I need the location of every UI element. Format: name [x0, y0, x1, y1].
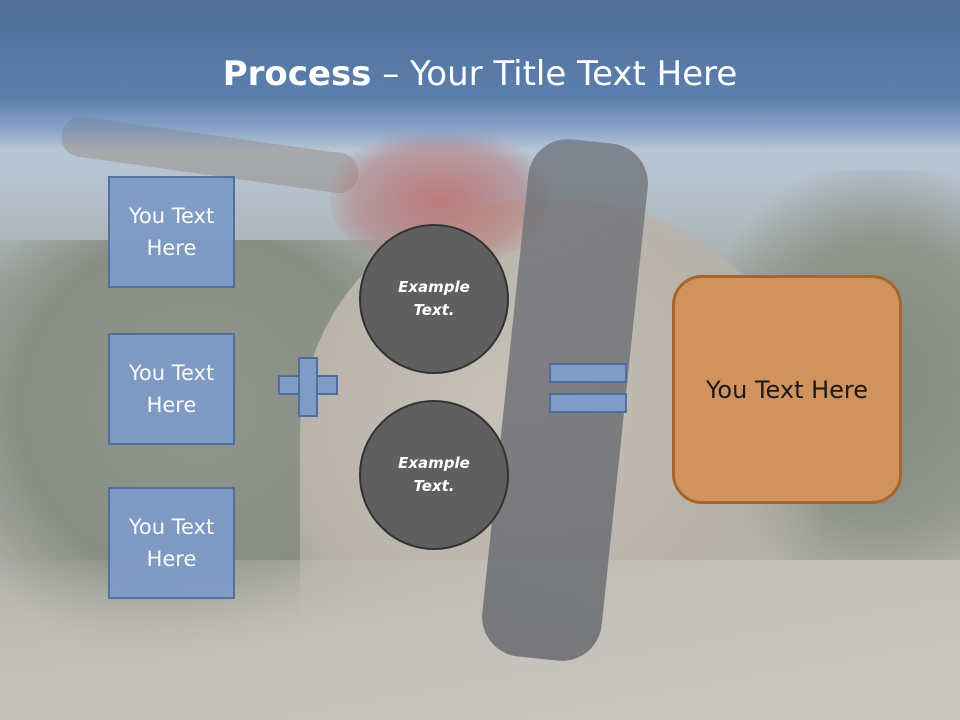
example-circle-1[interactable]: Example Text. [359, 224, 509, 374]
input-box-1[interactable]: You Text Here [108, 176, 235, 288]
equals-bar-bottom [549, 393, 627, 413]
slide-title[interactable]: Process – Your Title Text Here [0, 52, 960, 96]
title-bar [0, 0, 960, 150]
result-label: You Text Here [705, 375, 869, 404]
circle-label: Example Text. [398, 454, 470, 495]
input-box-label: You Text Here [128, 361, 215, 417]
input-box-label: You Text Here [128, 515, 215, 571]
input-box-3[interactable]: You Text Here [108, 487, 235, 599]
plus-center [300, 377, 316, 393]
circle-label: Example Text. [398, 278, 470, 319]
input-box-label: You Text Here [128, 204, 215, 260]
result-box[interactable]: You Text Here [672, 275, 902, 504]
title-rest: – Your Title Text Here [371, 54, 738, 94]
title-bold: Process [222, 54, 372, 94]
example-circle-2[interactable]: Example Text. [359, 400, 509, 550]
input-box-2[interactable]: You Text Here [108, 333, 235, 445]
equals-bar-top [549, 363, 627, 383]
